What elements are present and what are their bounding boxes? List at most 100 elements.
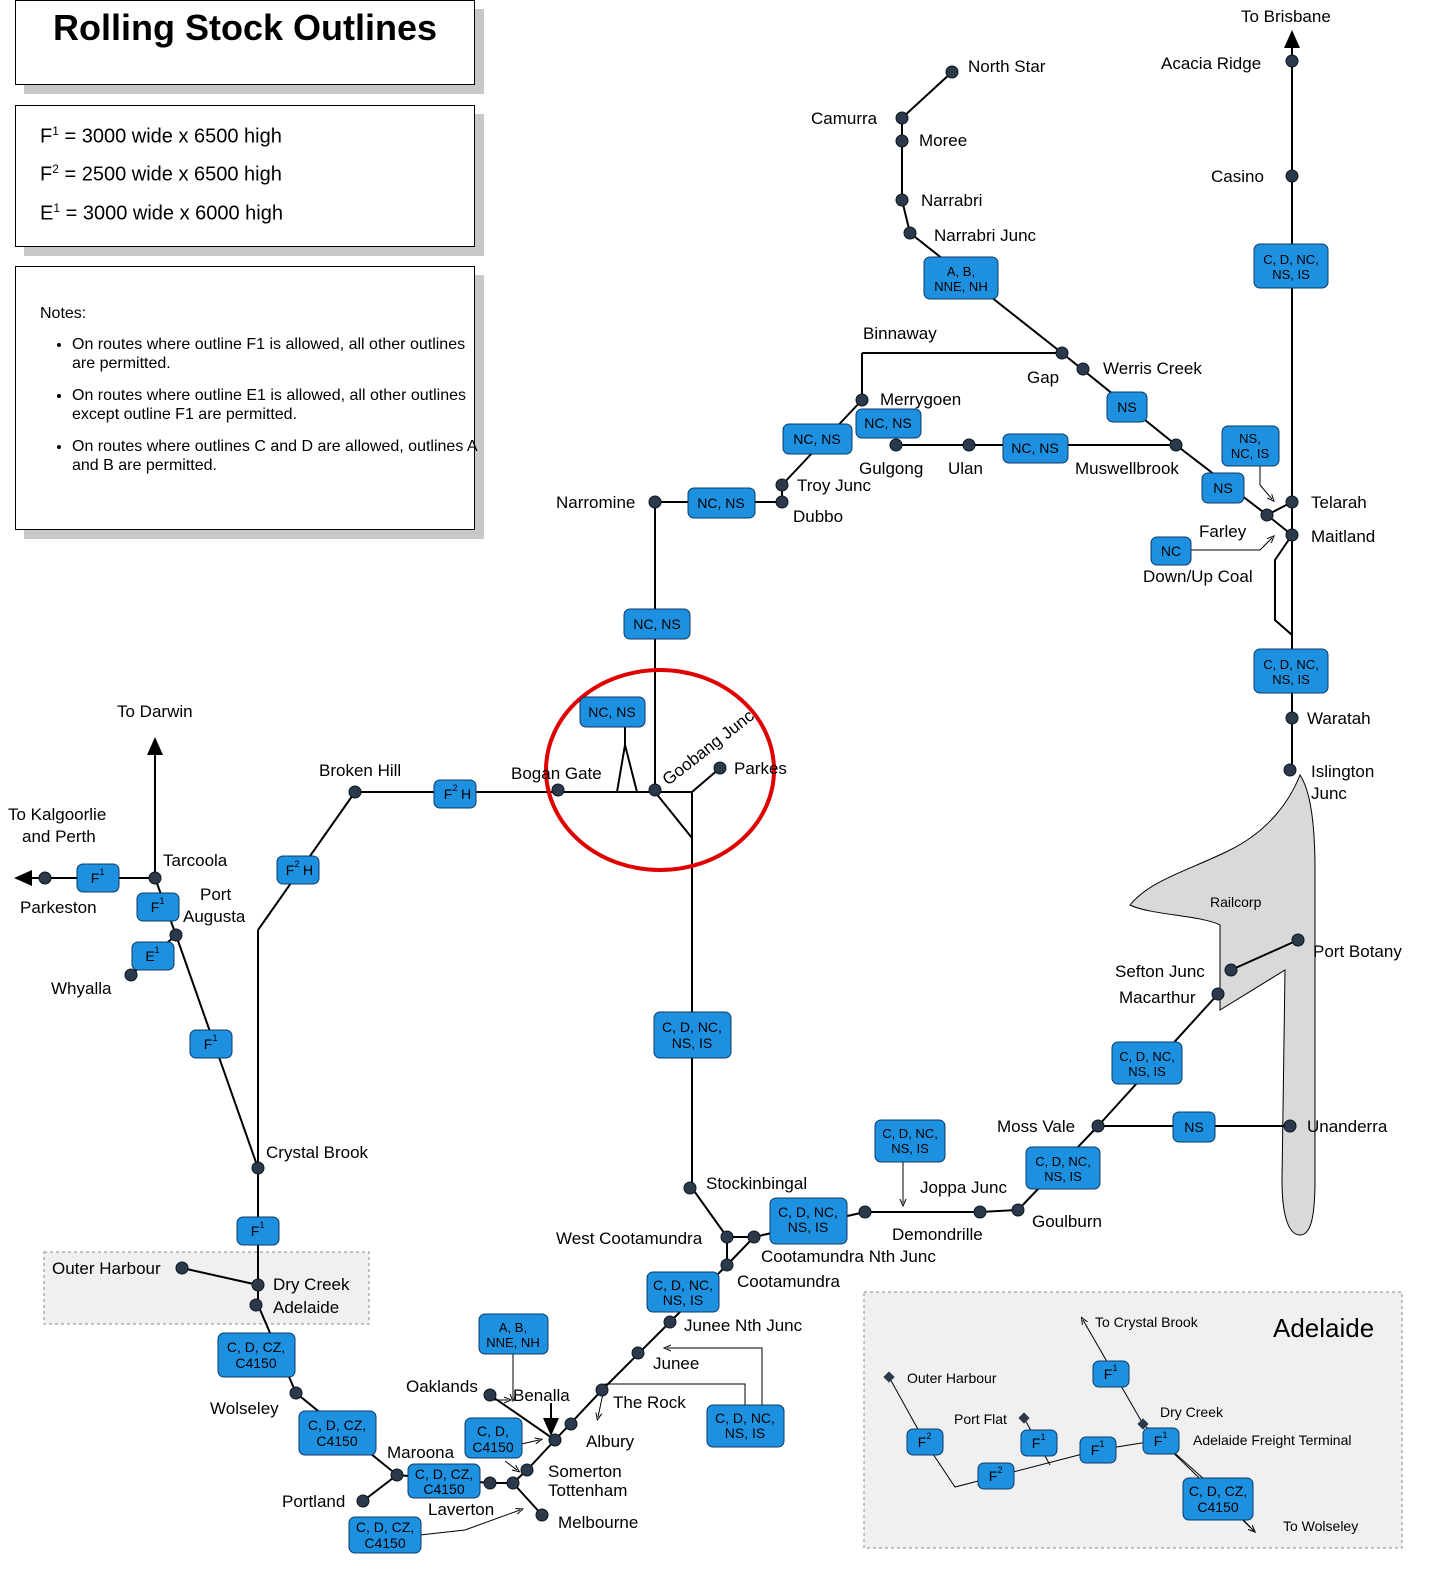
svg-text:C, D, NC,: C, D, NC, [778,1204,838,1220]
label-narromine: Narromine [556,493,635,512]
svg-text:C, D, CZ,: C, D, CZ, [1189,1483,1247,1499]
label-narrabri-junc: Narrabri Junc [934,226,1037,245]
label-binnaway: Binnaway [863,324,937,343]
svg-text:NNE, NH: NNE, NH [486,1335,539,1350]
svg-text:C4150: C4150 [423,1481,464,1497]
label-acacia-ridge: Acacia Ridge [1161,54,1261,73]
label-farley: Farley [1199,522,1247,541]
page-title: Rolling Stock Outlines [52,7,438,48]
svg-text:C, D, CZ,: C, D, CZ, [227,1339,285,1355]
inset-label-to-crystal-brook: To Crystal Brook [1095,1314,1199,1330]
tag-nc-ns: NC, NS [687,487,756,519]
inset-label-dry-creek: Dry Creek [1160,1404,1224,1420]
tag-cdcz-c4150: C, D, CZ,C4150 [348,1516,422,1554]
svg-text:NS, IS: NS, IS [1128,1064,1166,1079]
inset-label-outer-harbour: Outer Harbour [907,1370,997,1386]
label-port-botany: Port Botany [1313,942,1402,961]
tag-ab-nne-nh: A, B,NNE, NH [923,256,999,300]
label-dubbo: Dubbo [793,507,843,526]
svg-text:1: 1 [154,945,159,955]
notes-panel: Notes: On routes where outline F1 is all… [15,266,477,530]
label-benalla: Benalla [513,1386,570,1405]
label-cootamundra-nth-junc: Cootamundra Nth Junc [761,1247,936,1266]
svg-text:F: F [1104,1366,1113,1382]
label-demondrille: Demondrille [892,1225,983,1244]
tag-cdnc-nsis: C, D, NC,NS, IS [646,1271,720,1313]
svg-text:NS,: NS, [1239,431,1261,446]
label-casino: Casino [1211,167,1264,186]
svg-text:NC, NS: NC, NS [588,704,635,720]
svg-text:F: F [151,899,160,915]
tag-ns-nc-is: NS,NC, IS [1221,425,1280,467]
tag-cdcz-c4150: C, D, CZ,C4150 [298,1410,377,1456]
label-unanderra: Unanderra [1307,1117,1388,1136]
note-item: On routes where outline E1 is allowed, a… [72,386,492,424]
svg-text:NS, IS: NS, IS [725,1425,765,1441]
tag-cdnc-nsis: C, D, NC,NS, IS [1111,1041,1183,1085]
tag-cdnc-nsis: C, D, NC,NS, IS [1025,1146,1101,1190]
label-somerton: Somerton [548,1462,622,1481]
tag-cdcz-c4150: C, D, CZ,C4150 [217,1332,296,1378]
inset-label-to-wolseley: To Wolseley [1283,1518,1358,1534]
svg-text:C4150: C4150 [235,1355,276,1371]
tag-cdnc-nsis: C, D, NC,NS, IS [874,1119,946,1163]
label-macarthur: Macarthur [1119,988,1196,1007]
label-to-brisbane: To Brisbane [1241,7,1331,26]
svg-text:1: 1 [1099,1439,1104,1449]
label-wolseley: Wolseley [210,1399,279,1418]
svg-text:NC: NC [1161,543,1181,559]
label-and-perth: and Perth [22,827,96,846]
label-goulburn: Goulburn [1032,1212,1102,1231]
label-moss-vale: Moss Vale [997,1117,1075,1136]
svg-text:C, D, NC,: C, D, NC, [715,1410,775,1426]
label-oaklands: Oaklands [406,1377,478,1396]
svg-text:1: 1 [1040,1432,1045,1442]
label-islington: Islington [1311,762,1374,781]
svg-text:NS: NS [1117,399,1136,415]
svg-text:F: F [444,786,453,802]
outline-spec-panel: F1 = 3000 wide x 6500 high F2 = 2500 wid… [15,105,475,247]
label-sefton-junc: Sefton Junc [1115,962,1205,981]
label-crystal-brook: Crystal Brook [266,1143,369,1162]
label-parkes: Parkes [734,759,787,778]
label-troy-junc: Troy Junc [797,476,872,495]
svg-text:C, D, NC,: C, D, NC, [1119,1049,1175,1064]
svg-text:H: H [461,786,471,802]
label-melbourne: Melbourne [558,1513,638,1532]
svg-text:NS, IS: NS, IS [1272,672,1310,687]
svg-text:A, B,: A, B, [499,1320,527,1335]
svg-text:C, D, NC,: C, D, NC, [662,1019,722,1035]
label-parkeston: Parkeston [20,898,97,917]
station-labels: To Brisbane Acacia Ridge Casino North St… [8,7,1402,1532]
tag-cdnc-nsis: C, D, NC,NS, IS [653,1011,732,1059]
label-port: Port [200,885,231,904]
inset-tag-cdcz-c4150: C, D, CZ,C4150 [1182,1477,1254,1521]
route-tags: C, D, NC,NS, IS C, D, NC,NS, IS C, D, NC… [76,243,1329,1554]
svg-text:C, D,: C, D, [477,1423,509,1439]
railcorp-region [1129,773,1316,1236]
svg-text:NS: NS [1184,1119,1203,1135]
tag-nc-ns: NC, NS [1002,433,1069,464]
tag-ns: NS [1106,391,1148,423]
svg-text:F: F [1032,1435,1041,1451]
svg-text:2: 2 [452,783,457,793]
label-albury: Albury [586,1432,635,1451]
svg-text:C, D, NC,: C, D, NC, [1263,657,1319,672]
tag-nc-ns: NC, NS [782,423,853,455]
label-west-cootamundra: West Cootamundra [556,1229,703,1248]
label-dry-creek: Dry Creek [273,1275,350,1294]
label-merrygoen: Merrygoen [880,390,961,409]
svg-text:NS, IS: NS, IS [1044,1169,1082,1184]
label-tarcoola: Tarcoola [163,851,228,870]
svg-text:C4150: C4150 [364,1535,405,1551]
svg-text:NS, IS: NS, IS [891,1141,929,1156]
svg-text:C, D, NC,: C, D, NC, [1263,252,1319,267]
svg-text:C4150: C4150 [472,1439,513,1455]
label-maitland: Maitland [1311,527,1375,546]
